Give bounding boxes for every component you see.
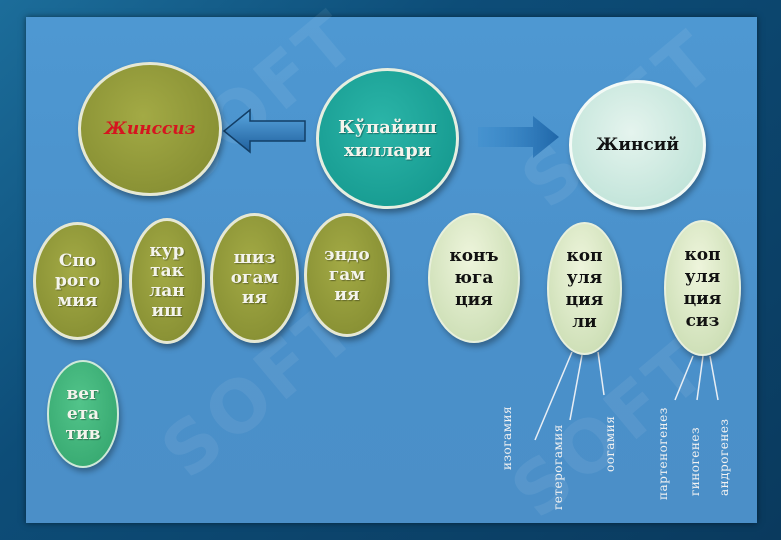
- node-copulation: коп уля ция ли: [547, 222, 622, 355]
- connector-line: [674, 355, 694, 401]
- label-oogamy: оогамия: [603, 415, 617, 472]
- node-center-reproduction-types: Кўпайиш хиллари: [316, 68, 459, 209]
- connector-line: [696, 355, 704, 401]
- label-androgenesis: андрогенез: [717, 418, 731, 496]
- node-label: коп уля ция сиз: [683, 245, 722, 331]
- node-schizogamy: шиз огам ия: [210, 213, 299, 343]
- node-label: вег етa тив: [65, 384, 101, 444]
- node-conjugation: конъ юга ция: [428, 213, 520, 343]
- node-label: кур так лан иш: [149, 241, 185, 321]
- connector-line: [597, 351, 605, 396]
- connector-line: [709, 355, 719, 401]
- node-non-copulation: коп уля ция сиз: [664, 220, 741, 356]
- node-label: конъ юга ция: [449, 246, 499, 310]
- label-isogamy: изогамия: [500, 405, 514, 470]
- label-parthenogenesis: партеногенез: [656, 407, 670, 500]
- node-label: Спо рого мия: [55, 251, 100, 311]
- node-sexual: Жинсий: [569, 80, 706, 210]
- arrow-left-icon: [222, 108, 306, 154]
- arrow-right-icon: [478, 116, 559, 158]
- node-vegetative: вег етa тив: [47, 360, 119, 468]
- node-sexual-label: Жинсий: [596, 135, 679, 155]
- node-asexual: Жинссиз: [78, 62, 222, 196]
- node-center-label: Кўпайиш хиллари: [338, 116, 437, 161]
- label-heterogamy: гетерогамия: [551, 424, 565, 510]
- node-label: эндо гам ия: [324, 245, 370, 305]
- node-asexual-label: Жинссиз: [104, 119, 196, 139]
- node-label: шиз огам ия: [230, 248, 279, 308]
- node-label: коп уля ция ли: [565, 245, 604, 332]
- label-gynogenesis: гиногенез: [688, 426, 702, 496]
- node-sporogony: Спо рого мия: [33, 222, 122, 340]
- connector-line: [534, 351, 573, 441]
- connector-line: [569, 354, 583, 421]
- node-budding: кур так лан иш: [129, 218, 205, 344]
- node-endogamy: эндо гам ия: [304, 213, 390, 337]
